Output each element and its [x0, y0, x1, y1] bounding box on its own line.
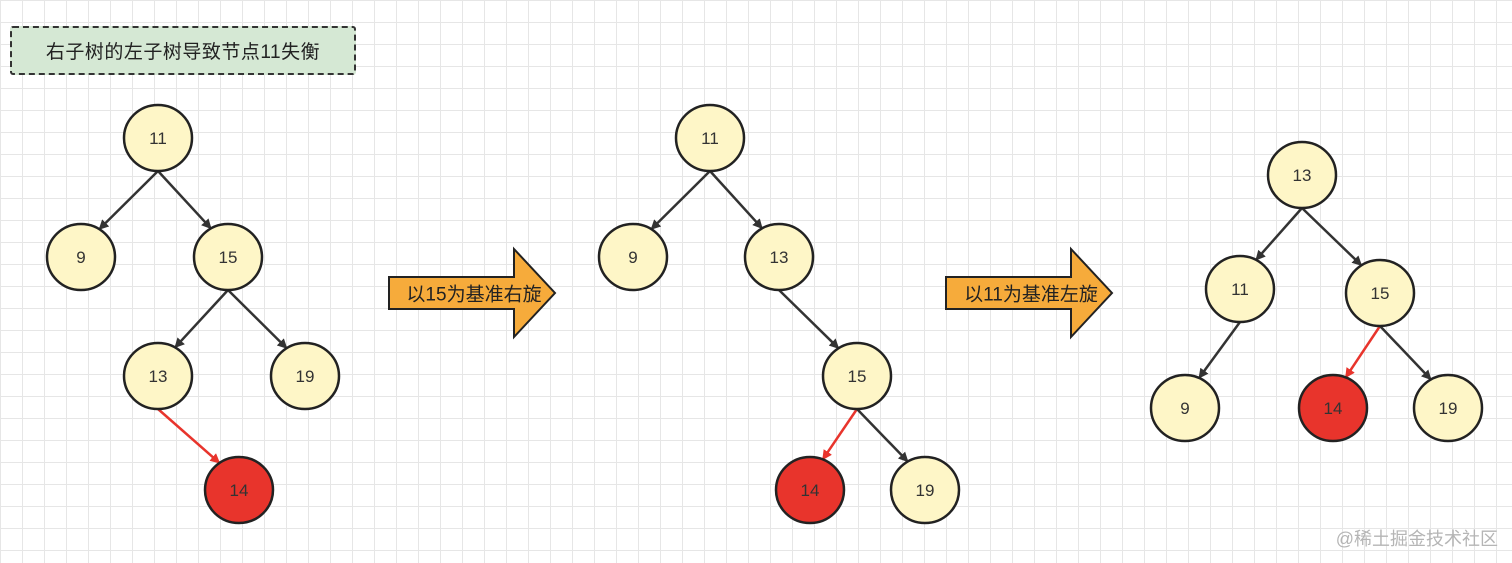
edge-c13-c15	[1301, 207, 1363, 267]
node-circle	[1149, 373, 1221, 443]
edge-b11-b13	[709, 170, 763, 230]
node-circle	[203, 455, 275, 525]
left-rotation-arrow-shape	[945, 246, 1114, 340]
node-label: 14	[230, 481, 249, 500]
right-rotation-label: 以15为基准右旋	[406, 284, 542, 306]
node-label: 13	[770, 248, 789, 267]
node-circle	[774, 455, 846, 525]
tree-node-c14: 14	[1297, 373, 1369, 443]
tree-node-b11: 11	[674, 103, 746, 173]
node-circle	[889, 455, 961, 525]
node-label: 9	[1180, 399, 1189, 418]
node-label: 19	[1439, 399, 1458, 418]
node-label: 14	[801, 481, 820, 500]
node-circle	[1344, 258, 1416, 328]
node-label: 15	[219, 248, 238, 267]
node-label: 9	[628, 248, 637, 267]
node-circle	[192, 222, 264, 292]
node-circle	[45, 222, 117, 292]
node-circle	[597, 222, 669, 292]
node-circle	[122, 103, 194, 173]
node-label: 19	[916, 481, 935, 500]
node-label: 11	[1231, 280, 1249, 299]
edge-c13-c11	[1255, 207, 1303, 261]
left-rotation-label: 以11为基准左旋	[964, 284, 1098, 306]
edge-b15-b14	[822, 408, 859, 461]
right-rotation-arrow-shape	[388, 246, 557, 340]
node-circle	[1266, 140, 1338, 210]
node-label: 15	[1371, 284, 1390, 303]
edge-a11-a15	[157, 170, 212, 230]
edge-a13-a14	[157, 408, 221, 464]
node-circle	[269, 341, 341, 411]
tree-node-a14: 14	[203, 455, 275, 525]
node-label: 11	[149, 129, 167, 148]
tree-node-c15: 15	[1344, 258, 1416, 328]
node-circle	[674, 103, 746, 173]
tree-node-a15: 15	[192, 222, 264, 292]
tree-node-b19: 19	[889, 455, 961, 525]
tree-node-b13: 13	[743, 222, 815, 292]
tree-node-b14: 14	[774, 455, 846, 525]
edge-b15-b19	[856, 408, 909, 463]
node-label: 14	[1324, 399, 1343, 418]
node-circle	[122, 341, 194, 411]
node-circle	[1412, 373, 1484, 443]
edge-a11-a9	[98, 170, 159, 230]
node-label: 13	[1293, 166, 1312, 185]
tree-node-b15: 15	[821, 341, 893, 411]
tree-node-c13: 13	[1266, 140, 1338, 210]
tree-node-a19: 19	[269, 341, 341, 411]
edge-c15-c14	[1345, 325, 1382, 379]
node-circle	[1204, 254, 1276, 324]
edge-b13-b15	[778, 289, 840, 349]
edge-c15-c19	[1379, 325, 1432, 381]
tree-node-c11: 11	[1204, 254, 1276, 324]
node-label: 11	[701, 129, 719, 148]
edge-a15-a19	[227, 289, 288, 349]
tree-node-b9: 9	[597, 222, 669, 292]
node-label: 19	[296, 367, 315, 386]
node-circle	[1297, 373, 1369, 443]
tree-node-a9: 9	[45, 222, 117, 292]
tree-node-a13: 13	[122, 341, 194, 411]
tree-node-a11: 11	[122, 103, 194, 173]
node-label: 15	[848, 367, 867, 386]
edge-c11-c9	[1198, 321, 1242, 379]
edge-b11-b9	[650, 170, 711, 230]
node-label: 9	[76, 248, 85, 267]
tree-node-c9: 9	[1149, 373, 1221, 443]
node-circle	[821, 341, 893, 411]
edge-a15-a13	[174, 289, 229, 349]
node-circle	[743, 222, 815, 292]
imbalance-caption: 右子树的左子树导致节点11失衡	[10, 26, 356, 75]
node-label: 13	[149, 367, 168, 386]
tree-node-c19: 19	[1412, 373, 1484, 443]
watermark: @稀土掘金技术社区	[1335, 529, 1498, 549]
